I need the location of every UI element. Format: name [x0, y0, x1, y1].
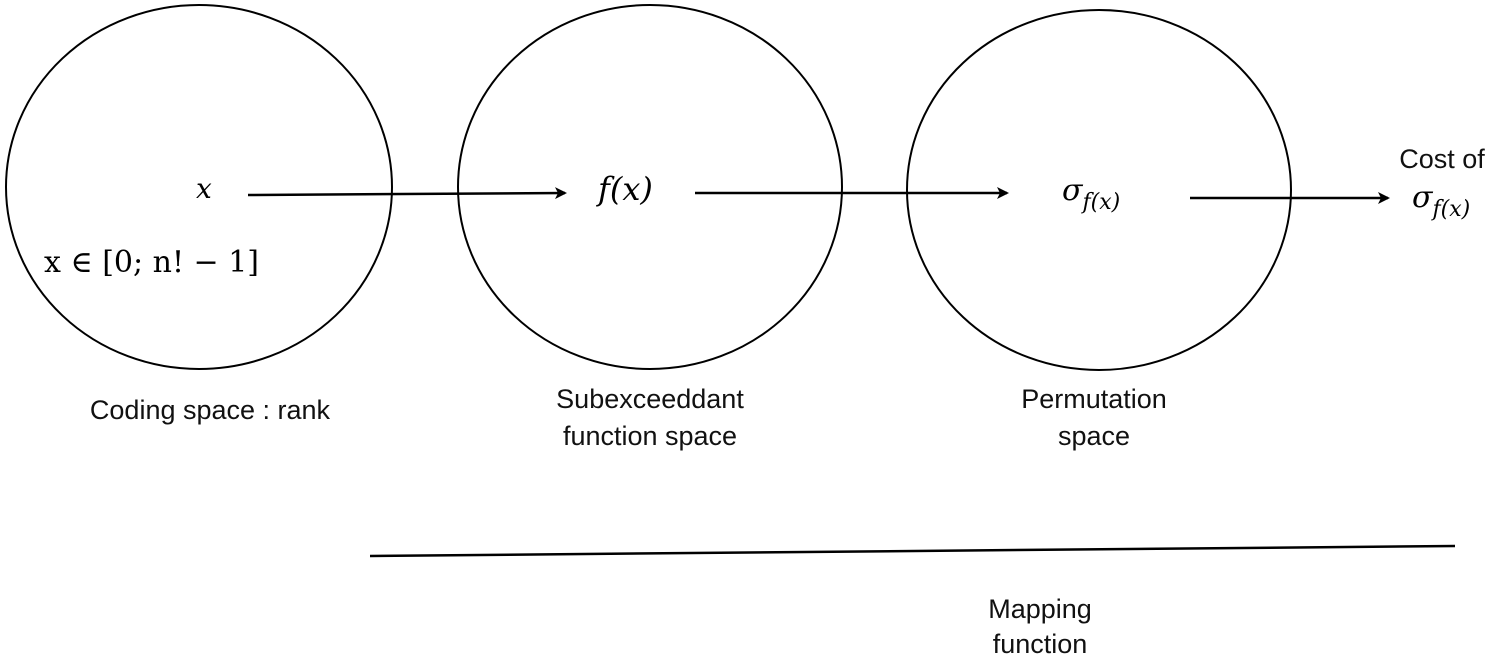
- permutation-space-ellipse: [906, 9, 1292, 371]
- mapping-caption-line-1: Mapping: [988, 594, 1092, 624]
- coding-space-ellipse: [5, 4, 393, 370]
- mapping-function-line: [369, 544, 1456, 558]
- cost-of-label: Cost of: [1399, 144, 1485, 174]
- x-symbol: x: [196, 172, 212, 205]
- mapping-caption-line-2: function: [992, 629, 1088, 659]
- subexceedant-space-ellipse: [457, 4, 843, 370]
- fx-symbol: f(x): [598, 170, 653, 208]
- cost-sigma-base: σ: [1412, 180, 1433, 215]
- permutation-caption-line-1: Permutation: [1021, 384, 1167, 414]
- cost-sigma-symbol: σf(x): [1412, 180, 1470, 222]
- coding-space-caption: Coding space : rank: [89, 395, 331, 425]
- subexceedant-caption-line-2: function space: [562, 421, 738, 451]
- arrow-x-to-fx: [247, 187, 567, 200]
- x-domain-note: x ∈ [0; n! − 1]: [44, 245, 260, 280]
- sigma-base: σ: [1062, 173, 1083, 208]
- sigma-fx-symbol: σf(x): [1062, 173, 1120, 215]
- subexceedant-caption-line-1: Subexceeddant: [556, 384, 744, 414]
- sigma-subscript: f(x): [1082, 190, 1121, 215]
- cost-sigma-subscript: f(x): [1432, 197, 1471, 222]
- permutation-caption-line-2: space: [1057, 421, 1131, 451]
